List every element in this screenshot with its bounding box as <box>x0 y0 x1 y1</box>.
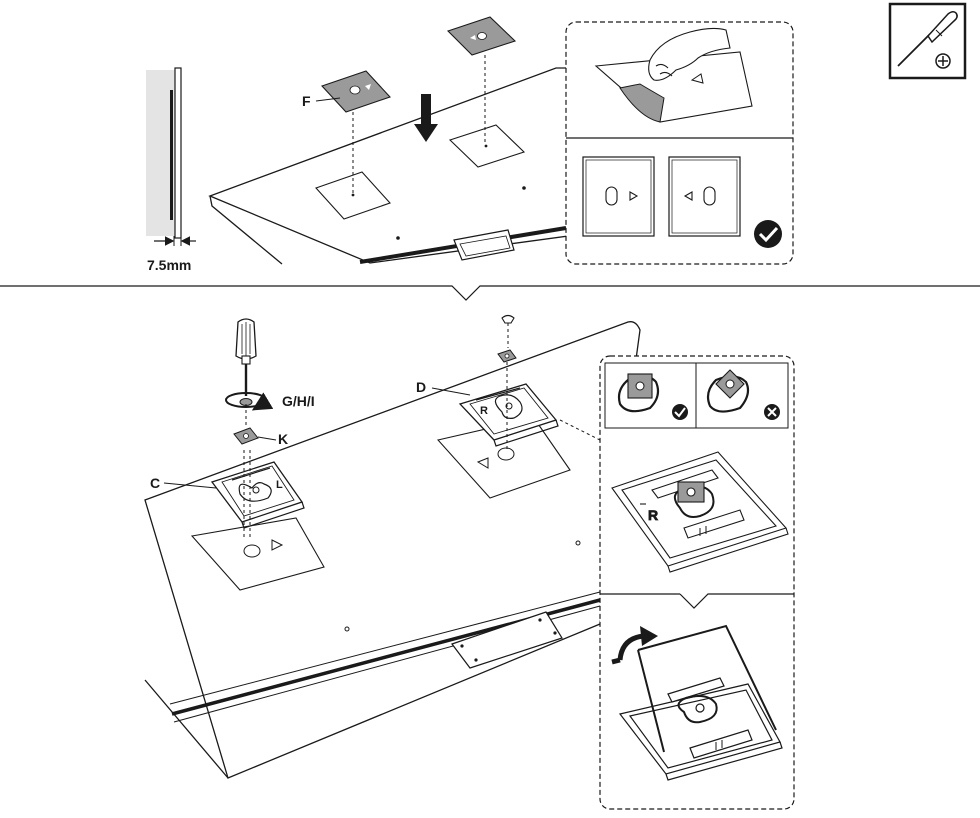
adhesive-pad-left: F <box>302 70 391 194</box>
pad-orientation-right <box>668 156 741 237</box>
washer-correct-orientation <box>617 373 688 420</box>
bottom-panel: L C K G/H/I <box>144 314 795 810</box>
detail-box-bracket: R <box>599 355 795 810</box>
thickness-label: 7.5mm <box>147 257 191 273</box>
screwdriver-phillips-icon <box>888 2 967 80</box>
peel-backing-illustration <box>594 27 753 123</box>
bracket-closeup <box>611 451 789 573</box>
bracket-C: L C <box>150 450 305 540</box>
hand-icon <box>648 27 731 81</box>
rotate-arrow-icon <box>611 626 658 665</box>
detail-box-peel <box>565 21 794 265</box>
washer-label-K: K <box>278 431 288 447</box>
bracket-D: R D <box>416 314 601 450</box>
bracket-label-D: D <box>416 379 426 395</box>
closeup-letter-R: R <box>648 507 658 523</box>
stand-flip-illustration <box>618 624 783 781</box>
adhesive-pad-right <box>446 16 517 145</box>
pad-orientation-left <box>582 156 655 237</box>
tv-back-bottom <box>144 321 641 779</box>
bracket-letter-R: R <box>480 405 488 417</box>
washer-incorrect-orientation <box>706 369 780 420</box>
tv-back-top <box>208 67 569 265</box>
screw-label-GHI: G/H/I <box>282 393 315 409</box>
section-divider <box>0 285 980 301</box>
down-arrow-icon <box>414 94 438 142</box>
bracket-label-C: C <box>150 475 160 491</box>
bracket-letter-L: L <box>276 479 283 491</box>
wall-cross-section: 7.5mm <box>146 67 196 273</box>
screwdriver-illustration: G/H/I <box>225 318 315 428</box>
washer-K: K <box>233 427 288 447</box>
pad-label-F: F <box>302 93 311 109</box>
check-icon <box>754 220 782 248</box>
top-panel: 7.5mm F <box>146 2 967 273</box>
